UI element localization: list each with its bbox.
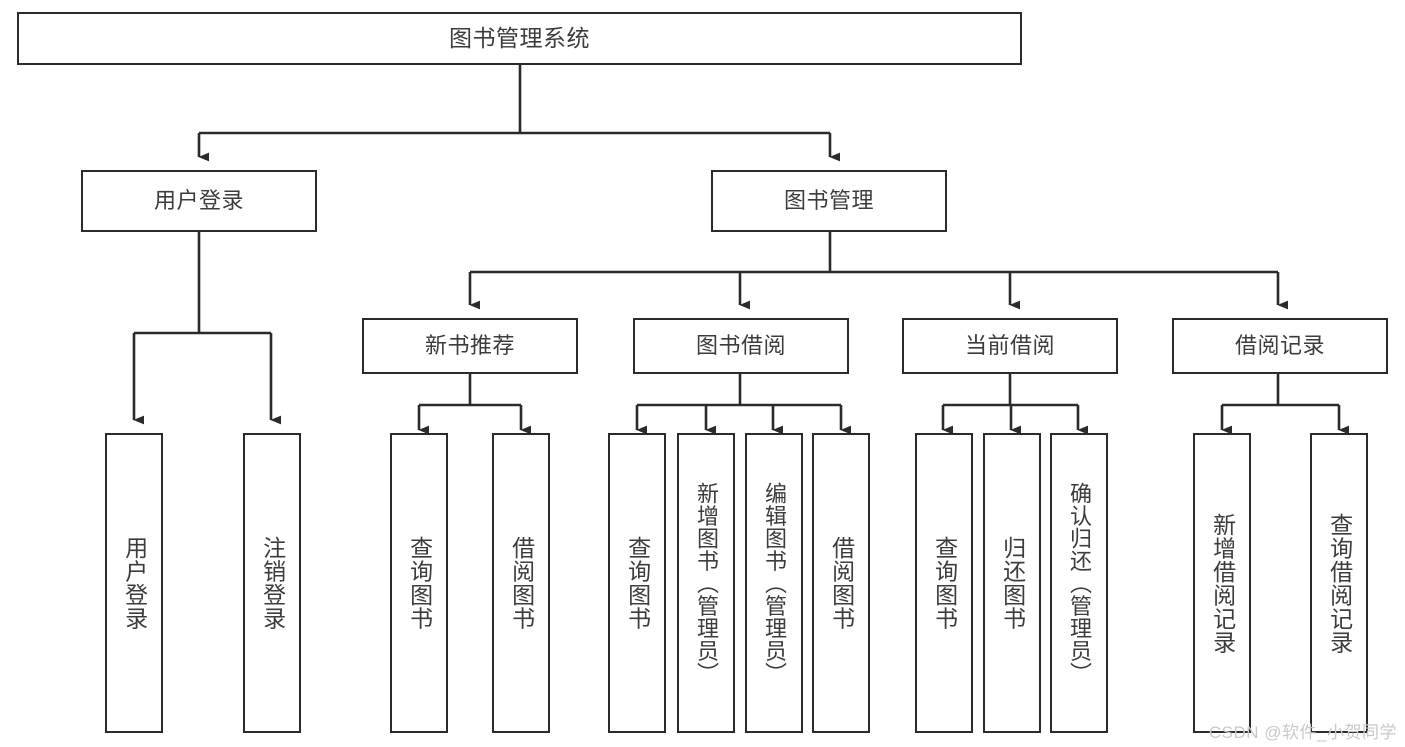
leaf-add-book-admin[interactable]: 新增图书（管理员） [677,433,735,733]
leaf-logout[interactable]: 注销登录 [243,433,301,733]
leaf-query-book-current[interactable]: 查询图书 [915,433,973,733]
leaf-query-book-recommend[interactable]: 查询图书 [390,433,448,733]
csdn-watermark: CSDN @软件_小贺同学 [1208,723,1397,742]
node-label: 借阅图书 [828,536,855,630]
node-label: 编辑图书（管理员） [761,481,787,685]
node-label: 查询借阅记录 [1326,512,1353,654]
node-label: 图书借阅 [695,332,786,358]
node-label: 用户登录 [121,536,148,630]
leaf-user-login[interactable]: 用户登录 [105,433,163,733]
node-label: 新增图书（管理员） [693,481,719,685]
node-new-book-recommend[interactable]: 新书推荐 [362,318,578,374]
leaf-confirm-return-admin[interactable]: 确认归还（管理员） [1050,433,1108,733]
node-label: 确认归还（管理员） [1066,481,1092,685]
node-current-borrow[interactable]: 当前借阅 [902,318,1118,374]
node-label: 查询图书 [406,536,433,630]
leaf-edit-book-admin[interactable]: 编辑图书（管理员） [745,433,803,733]
node-label: 图书管理 [783,187,874,213]
node-label: 注销登录 [259,536,286,630]
node-borrow-record[interactable]: 借阅记录 [1172,318,1388,374]
leaf-return-book[interactable]: 归还图书 [983,433,1041,733]
leaf-query-book-borrow[interactable]: 查询图书 [608,433,666,733]
node-root-system[interactable]: 图书管理系统 [17,12,1022,65]
node-label: 归还图书 [999,536,1026,630]
node-label: 当前借阅 [964,332,1055,358]
node-label: 用户登录 [153,187,244,213]
node-book-management[interactable]: 图书管理 [711,170,947,232]
node-book-borrow[interactable]: 图书借阅 [633,318,849,374]
leaf-borrow-book[interactable]: 借阅图书 [812,433,870,733]
node-label: 借阅图书 [508,536,535,630]
leaf-query-borrow-record[interactable]: 查询借阅记录 [1310,433,1368,733]
node-user-login[interactable]: 用户登录 [81,170,317,232]
node-label: 图书管理系统 [449,24,590,51]
node-label: 借阅记录 [1234,332,1325,358]
node-label: 新书推荐 [424,332,515,358]
node-label: 查询图书 [624,536,651,630]
leaf-borrow-book-recommend[interactable]: 借阅图书 [492,433,550,733]
node-label: 查询图书 [931,536,958,630]
leaf-add-borrow-record[interactable]: 新增借阅记录 [1193,433,1251,733]
node-label: 新增借阅记录 [1209,512,1236,654]
